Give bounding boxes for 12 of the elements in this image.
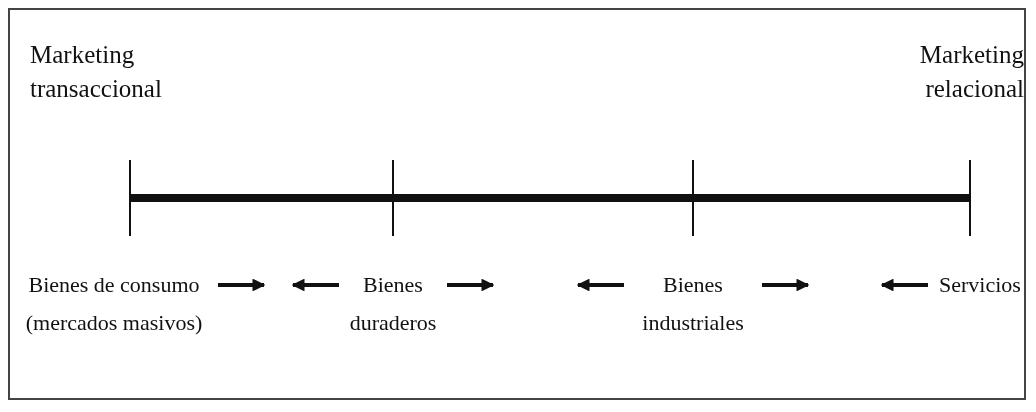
category-label: Bienes duraderos <box>348 271 438 337</box>
arrow <box>762 278 810 292</box>
end-label: Marketing relacional <box>918 40 1024 104</box>
arrow <box>880 278 928 292</box>
arrow <box>576 278 624 292</box>
arrow <box>447 278 495 292</box>
arrow <box>218 278 266 292</box>
category-label: Bienes de consumo (mercados masivos) <box>24 271 204 337</box>
category-label: Servicios <box>938 271 1022 299</box>
end-label: Marketing transaccional <box>30 40 163 104</box>
category-label: Bienes industriales <box>641 271 745 337</box>
arrow <box>291 278 339 292</box>
